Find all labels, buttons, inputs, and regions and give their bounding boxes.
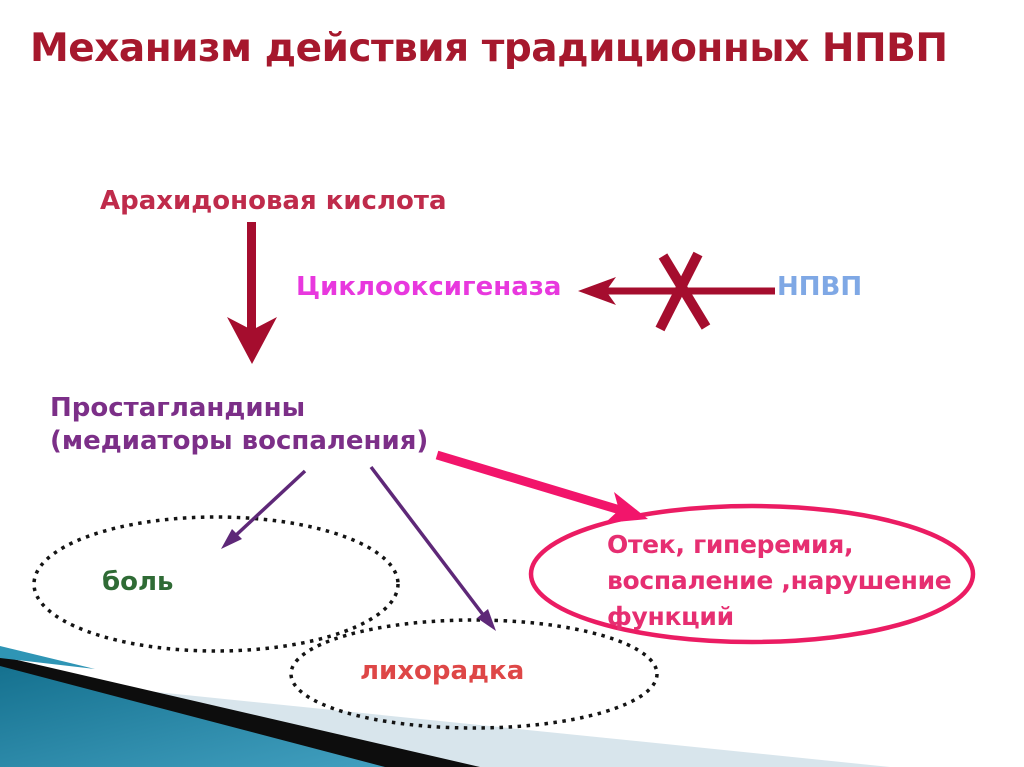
pain-ellipse	[32, 515, 400, 653]
inflammation-label: Отек, гиперемия, воспаление ,нарушение ф…	[607, 527, 952, 635]
inflammation-line2: воспаление ,нарушение	[607, 566, 952, 595]
arachidonic-acid-label: Арахидоновая кислота	[100, 186, 447, 216]
x-mark-icon	[655, 251, 711, 332]
fever-label: лихорадка	[360, 656, 525, 686]
down-arrow	[227, 222, 277, 364]
cyclooxygenase-label: Циклооксигеназа	[296, 272, 562, 302]
corner-pale-wedge	[0, 676, 890, 767]
arrow-to-fever	[369, 465, 496, 631]
nsaid-label: НПВП	[777, 272, 863, 302]
inhibition-arrow	[578, 277, 775, 305]
arrow-to-pain	[221, 469, 307, 549]
corner-teal-triangle	[0, 666, 385, 767]
arrow-to-inflammation	[435, 450, 648, 523]
corner-teal-sliver	[0, 646, 95, 669]
inflammation-line1: Отек, гиперемия,	[607, 530, 854, 559]
prostaglandins-label: Простагландины (медиаторы воспаления)	[50, 392, 428, 458]
page-title: Механизм действия традиционных НПВП	[30, 26, 948, 71]
inflammation-line3: функций	[607, 602, 734, 631]
prostaglandins-line1: Простагландины	[50, 393, 306, 423]
prostaglandins-line2: (медиаторы воспаления)	[50, 426, 429, 456]
pain-label: боль	[102, 567, 174, 597]
